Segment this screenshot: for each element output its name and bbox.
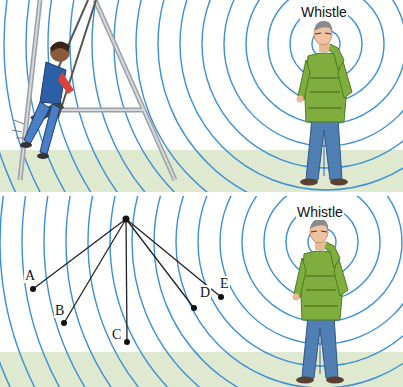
sound-wave bbox=[0, 196, 403, 387]
position-label: B bbox=[54, 303, 65, 318]
position-label: E bbox=[219, 276, 230, 291]
sound-wave bbox=[0, 196, 403, 387]
sound-wave bbox=[176, 196, 403, 387]
sound-wave bbox=[154, 196, 403, 387]
sound-wave bbox=[132, 196, 403, 387]
position-label: D bbox=[199, 285, 211, 300]
sound-wave bbox=[0, 196, 403, 387]
sound-wave bbox=[22, 196, 403, 387]
sound-wave bbox=[136, 0, 403, 192]
sound-wave bbox=[66, 196, 403, 387]
sound-wave bbox=[0, 196, 403, 387]
sound-wave bbox=[110, 196, 403, 387]
sound-wave bbox=[70, 0, 403, 192]
sound-wave bbox=[44, 196, 403, 387]
sound-wave bbox=[0, 0, 403, 192]
sound-wave bbox=[0, 0, 403, 192]
position-label: C bbox=[111, 327, 122, 342]
sound-wave bbox=[0, 0, 403, 192]
sound-wave bbox=[4, 0, 403, 192]
sound-wave bbox=[180, 0, 403, 190]
sound-wave bbox=[26, 0, 403, 192]
position-label: A bbox=[24, 268, 36, 283]
sound-source-label: Whistle bbox=[296, 205, 344, 220]
sound-wave bbox=[0, 0, 403, 192]
sound-wave bbox=[114, 0, 403, 192]
sound-wave bbox=[88, 196, 403, 387]
sound-wave bbox=[0, 196, 403, 387]
sound-wave bbox=[48, 0, 403, 192]
sound-source-label: Whistle bbox=[300, 5, 348, 20]
sound-wave bbox=[158, 0, 403, 192]
